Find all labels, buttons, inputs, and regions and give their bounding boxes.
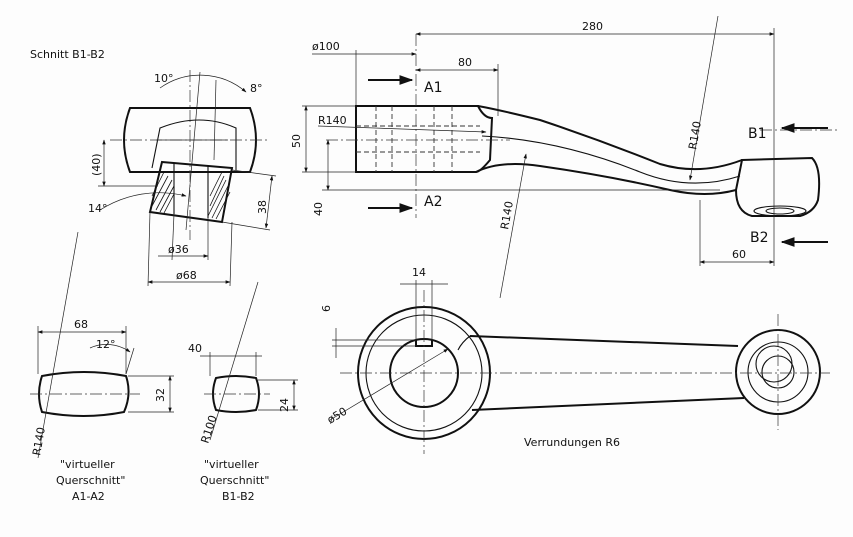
- arm-top-line: [469, 335, 739, 347]
- section-draft-line: [213, 79, 217, 161]
- cut-a1-label: A1: [424, 80, 442, 96]
- dim-60-label: 60: [732, 248, 746, 261]
- dim-100-label: ø100: [312, 40, 340, 53]
- dim-40-cross-label: 40: [188, 342, 202, 355]
- end-boss-bore-inner: [765, 207, 795, 215]
- cut-a2-label: A2: [424, 194, 442, 210]
- side-view: 280 ø100 80 A1 A2 R140 50 40 R140 R140 B…: [290, 15, 840, 299]
- top-view: 14 6 ø50 Verrundungen R6: [320, 266, 830, 454]
- dim-38-ext-bot: [221, 221, 271, 231]
- cut-b2-label: B2: [750, 230, 769, 246]
- section-hatching: [151, 171, 231, 220]
- arm-bottom-edge: [475, 163, 737, 195]
- arm-bottom-line: [471, 397, 745, 411]
- dim-24-label: 24: [278, 398, 291, 412]
- end-offset-circle: [755, 345, 793, 383]
- cross-b-caption-3: B1-B2: [222, 490, 255, 503]
- arm-top-edge: [477, 105, 743, 171]
- dia-50-leader: [329, 348, 449, 421]
- section-tilt-axis: [185, 71, 201, 231]
- dia-68-ext-right: [229, 221, 233, 287]
- radius-140-mid-label: R140: [498, 200, 516, 230]
- section-boss-outline: [123, 107, 257, 173]
- cross-a-caption-2: Querschnitt": [56, 474, 125, 487]
- dia-36-label: ø36: [168, 243, 189, 256]
- cross-section-b-outline: [212, 375, 260, 413]
- radius-140-right-leader: [689, 15, 719, 181]
- section-taper-bore: [173, 164, 209, 218]
- radius-140-mid-leader: [499, 153, 527, 299]
- cut-b1-label: B1: [748, 126, 767, 142]
- radius-140-right-label: R140: [686, 120, 704, 150]
- dim-80-label: 80: [458, 56, 472, 69]
- radius-100-label: R100: [198, 414, 219, 445]
- angle-10-label: 10°: [154, 72, 174, 85]
- dim-14-label: 14: [412, 266, 426, 279]
- end-boss-bore: [753, 205, 807, 217]
- cross-section-a1-a2: 68 12° 32 R140 "virtueller Querschnitt" …: [30, 231, 174, 503]
- dia-36-ext-left: [171, 213, 175, 261]
- rounding-note: Verrundungen R6: [524, 436, 620, 449]
- dim-38-label: 38: [256, 200, 269, 214]
- angle-12-leg: [125, 347, 135, 375]
- dia-50-label: ø50: [325, 405, 349, 427]
- dim-38-ext-top: [231, 169, 277, 177]
- cross-b-radius-axis: [209, 281, 259, 441]
- radius-140-top-label: R140: [318, 114, 347, 127]
- section-b1-b2-title: Schnitt B1-B2: [30, 48, 105, 61]
- dim-68-label: 68: [74, 318, 88, 331]
- arm-mid-edge: [481, 135, 741, 184]
- dim-38-line: [264, 175, 274, 229]
- cross-b-caption-2: Querschnitt": [200, 474, 269, 487]
- angle-12-label: 12°: [96, 338, 116, 351]
- dim-6-label: 6: [320, 305, 333, 312]
- dia-68-label: ø68: [176, 269, 197, 282]
- dim-50-label: 50: [290, 134, 303, 148]
- section-cup-inner: [151, 119, 237, 170]
- angle-12-arc: [89, 344, 131, 353]
- cross-section-b1-b2: 40 24 R100 "virtueller Querschnitt" B1-B…: [188, 281, 298, 503]
- radius-140-top-leader: [317, 125, 487, 134]
- angle-14-label: 14°: [88, 202, 108, 215]
- cross-section-a-outline: [38, 371, 130, 417]
- radius-140-cross-label: R140: [30, 426, 48, 456]
- dim-32-label: 32: [154, 388, 167, 402]
- dim-40-ref-label: (40): [90, 153, 103, 176]
- dim-40-side-label: 40: [312, 202, 325, 216]
- cross-a-radius-axis: [37, 231, 79, 459]
- section-b1-b2-view: Schnitt B1-B2 10° 8° 14°: [30, 48, 277, 287]
- arm-fillet-top: [457, 335, 471, 351]
- dim-280-label: 280: [582, 20, 603, 33]
- angle-8-label: 8°: [250, 82, 263, 95]
- cross-b-caption-1: "virtueller: [204, 458, 259, 471]
- end-boss-outline: [734, 156, 821, 217]
- dia-68-ext-left: [147, 211, 151, 287]
- cross-a-caption-1: "virtueller: [60, 458, 115, 471]
- section-angle-arc-top: [159, 74, 247, 93]
- cross-a-caption-3: A1-A2: [72, 490, 105, 503]
- section-angle-arc-left: [99, 192, 187, 211]
